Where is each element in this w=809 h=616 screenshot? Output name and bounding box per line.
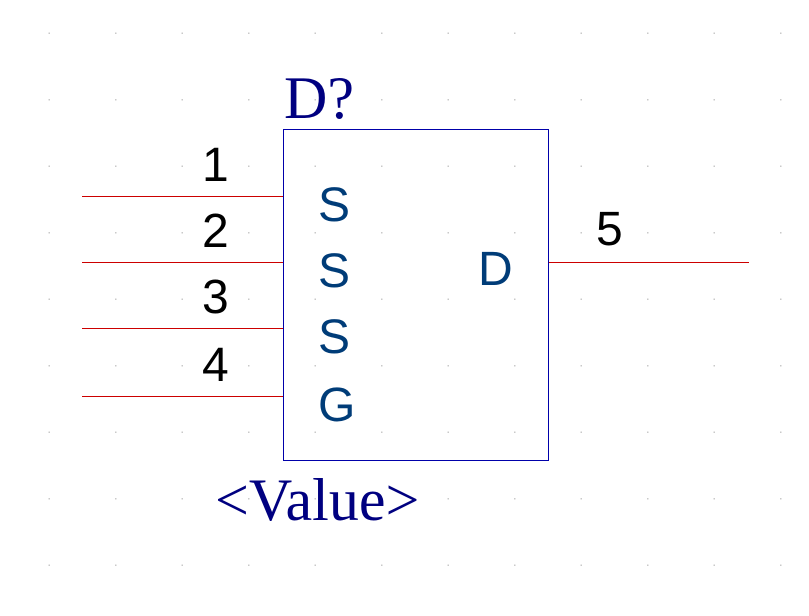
pin-1-number: 1 <box>202 139 229 192</box>
pin-4-name: G <box>318 379 356 432</box>
pin-3-name: S <box>318 311 351 364</box>
pin-2-name: S <box>318 245 351 298</box>
pin-5-name: D <box>478 243 513 296</box>
component-value[interactable]: <Value> <box>215 467 420 533</box>
pin-3-line[interactable] <box>82 328 283 329</box>
pin-5-line[interactable] <box>549 262 749 263</box>
pin-3-number: 3 <box>202 271 229 324</box>
pin-4-line[interactable] <box>82 396 283 397</box>
pin-2-number: 2 <box>202 205 229 258</box>
pin-1-name: S <box>318 179 351 232</box>
pin-5-number: 5 <box>596 203 623 256</box>
pin-4-number: 4 <box>202 339 229 392</box>
pin-1-line[interactable] <box>82 196 283 197</box>
pin-2-line[interactable] <box>82 262 283 263</box>
component-body[interactable] <box>283 129 549 461</box>
component-designator[interactable]: D? <box>284 65 354 131</box>
